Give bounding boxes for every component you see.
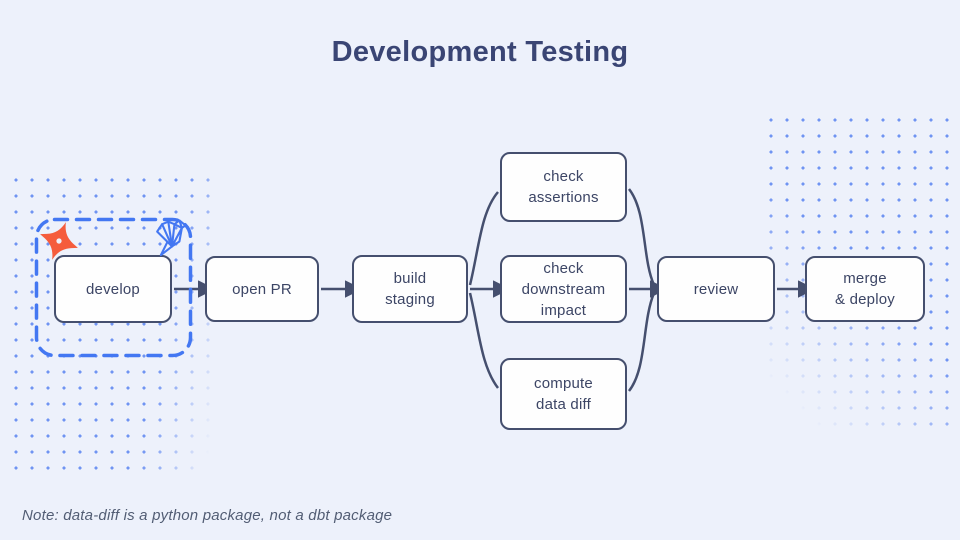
flow-node-merge-deploy: merge & deploy <box>805 256 925 322</box>
flow-node-compute-data-diff: compute data diff <box>500 358 627 430</box>
dot-grid-left <box>8 172 220 482</box>
flow-node-develop: develop <box>54 255 172 323</box>
edge-staging-datadiff <box>468 292 499 389</box>
flow-node-check-downstream-impact: check downstream impact <box>500 255 627 323</box>
flow-node-review: review <box>657 256 775 322</box>
edge-assertions-review <box>628 188 656 286</box>
edge-datadiff-review <box>628 292 656 392</box>
slide-title: Development Testing <box>331 36 629 68</box>
flow-node-open-pr: open PR <box>205 256 319 322</box>
edge-staging-assertions <box>468 191 499 286</box>
flow-node-check-assertions: check assertions <box>500 152 627 222</box>
flow-node-build-staging: build staging <box>352 255 468 323</box>
footnote: Note: data-diff is a python package, not… <box>22 507 393 524</box>
